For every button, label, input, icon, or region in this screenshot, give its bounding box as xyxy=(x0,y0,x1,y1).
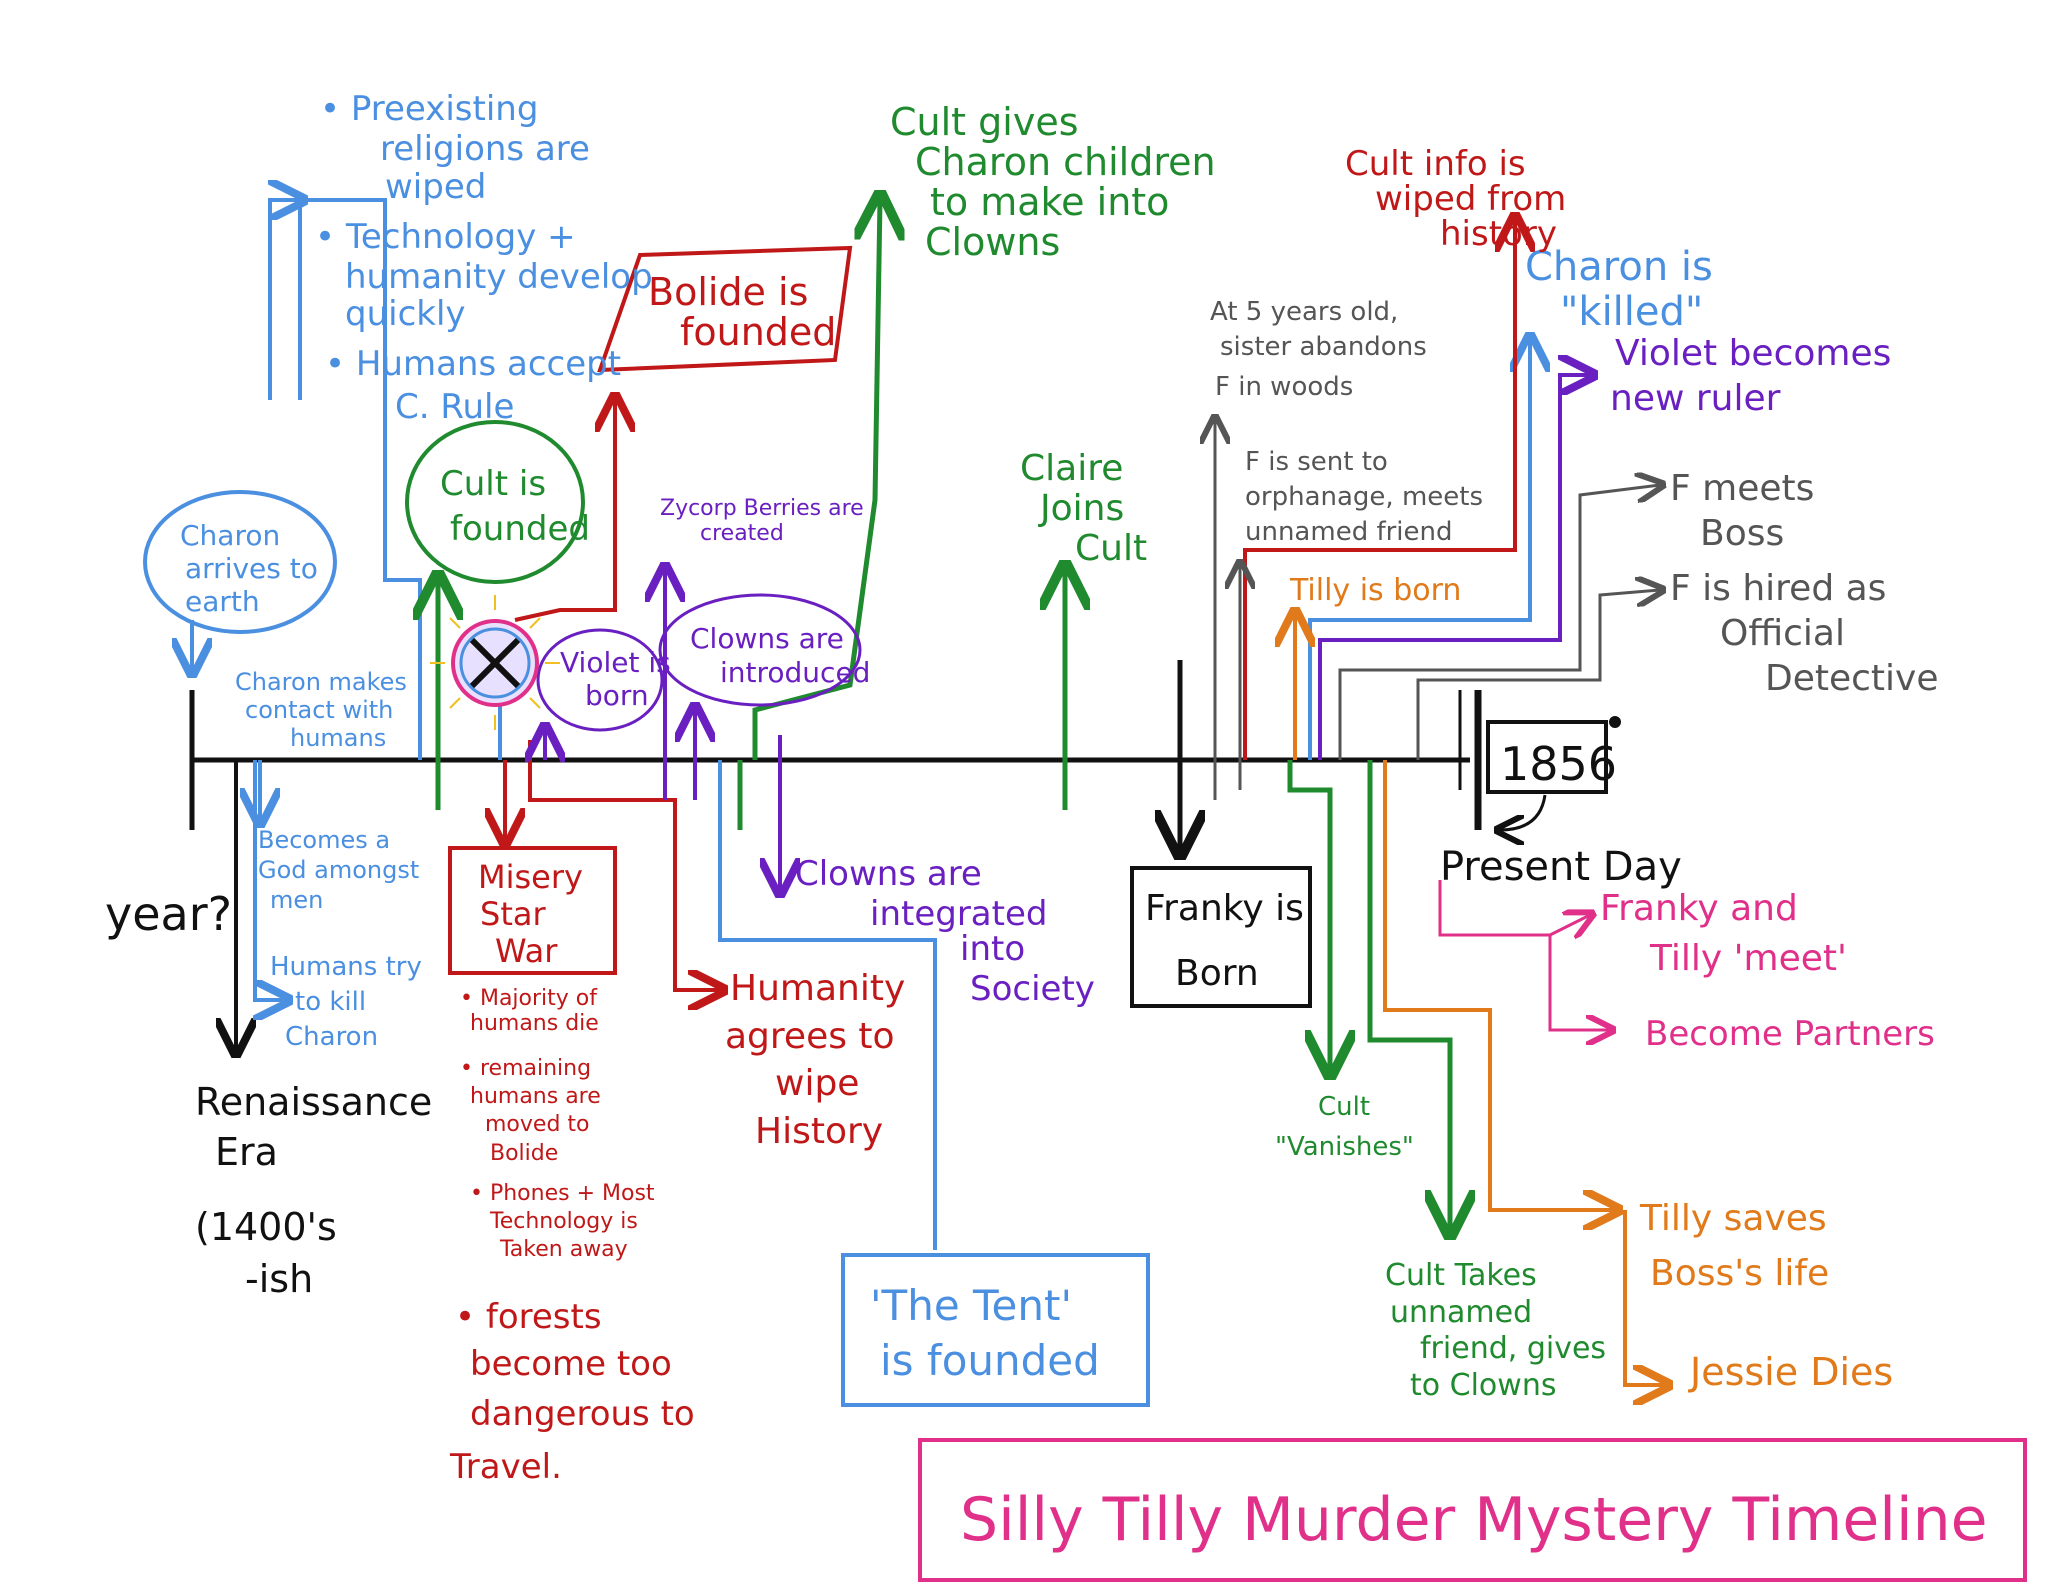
war-notes: • Majority of humans die • remaining hum… xyxy=(460,986,662,1262)
cult-gives-label: Cult gives Charon children to make into … xyxy=(890,100,1228,264)
misery-star-war-box xyxy=(448,846,617,975)
year-1856-box xyxy=(1486,720,1608,794)
cult-takes-label: Cult Takes unnamed friend, gives to Clow… xyxy=(1385,1258,1616,1403)
purple-connectors xyxy=(545,375,1590,890)
charon-killed-marker-icon xyxy=(430,595,560,730)
humanity-agrees-label: Humanity agrees to wipe History xyxy=(725,968,917,1152)
charon-arrives-bubble xyxy=(143,490,337,634)
era-label: Era xyxy=(215,1130,278,1174)
era-label: Renaissance xyxy=(195,1080,432,1124)
end-dot xyxy=(1609,716,1621,728)
red-connectors xyxy=(505,220,1515,990)
clowns-integrated-label: Clowns are integrated into Society xyxy=(795,854,1095,1009)
pink-connectors xyxy=(1438,880,1610,1030)
cult-founded-bubble xyxy=(405,420,585,584)
end-year-label: 1856 xyxy=(1500,737,1617,791)
violet-born-bubble xyxy=(536,628,664,732)
tent-label: 'The Tent'is founded xyxy=(870,1281,1100,1385)
charon-killed-label: Charon is"killed" xyxy=(1525,244,1713,335)
gray-connectors xyxy=(1215,420,1660,800)
clowns-introduced-bubble xyxy=(658,593,862,707)
orange-connectors xyxy=(1295,615,1665,1385)
diagram-title: Silly Tilly Murder Mystery Timeline xyxy=(960,1485,1988,1555)
tent-box xyxy=(841,1253,1150,1407)
title-box xyxy=(918,1438,2027,1582)
present-day-label: Present Day xyxy=(1440,844,1682,890)
era-label: (1400's xyxy=(195,1205,337,1249)
franky-born-box xyxy=(1130,866,1312,1008)
start-year-label: year? xyxy=(105,887,232,941)
present-day-arrow xyxy=(1500,794,1547,830)
charon-rule-notes: • Preexisting religions are wiped • Tech… xyxy=(315,89,664,427)
era-label: -ish xyxy=(245,1257,313,1301)
forests-note: • forests become too dangerous to Travel… xyxy=(449,1297,706,1487)
become-partners-label: Become Partners xyxy=(1645,1014,1935,1054)
tilly-born-label: Tilly is born xyxy=(1289,573,1461,608)
cult-vanishes-label: Cult"Vanishes" xyxy=(1275,1092,1414,1162)
green-connectors xyxy=(438,200,1450,1230)
jessie-dies-label: Jessie Dies xyxy=(1688,1350,1893,1394)
bolide-box xyxy=(597,245,853,373)
